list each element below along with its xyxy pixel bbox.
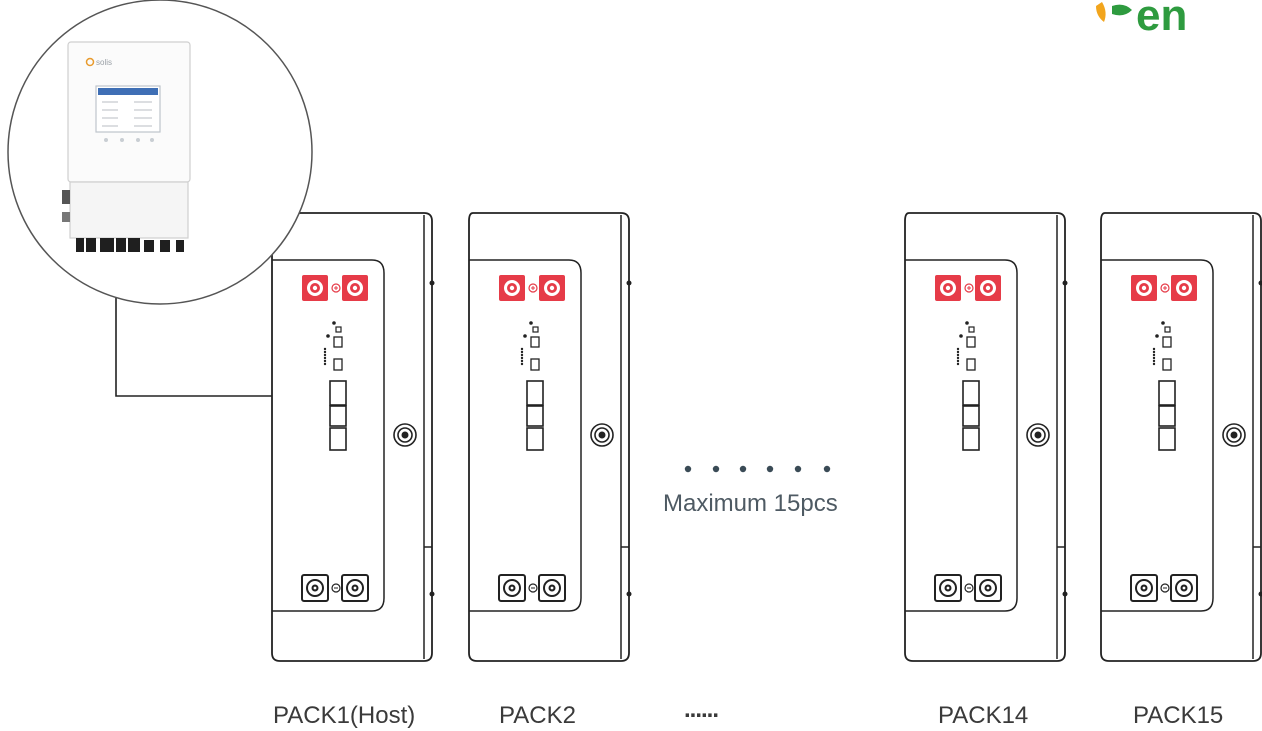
pack-ellipsis-label: ...... — [684, 696, 719, 723]
battery-pack-14 — [905, 213, 1068, 661]
pack-label-15: PACK15 — [1133, 702, 1224, 729]
pack-label-1: PACK1(Host) — [273, 702, 416, 729]
max-packs-annotation: Maximum 15pcs — [663, 490, 838, 517]
brand-logo: en — [1096, 0, 1187, 40]
battery-pack-15 — [1101, 213, 1262, 661]
battery-pack-1 — [272, 213, 435, 661]
inverter-image: solis — [62, 41, 191, 252]
inverter-brand-text: solis — [96, 58, 112, 67]
brand-logo-text: en — [1136, 0, 1187, 40]
pack-label-14: PACK14 — [938, 702, 1029, 729]
communication-cable — [115, 250, 330, 397]
inverter-callout: solis — [7, 0, 313, 305]
continuation-dots — [684, 465, 831, 473]
pack-label-2: PACK2 — [499, 702, 576, 729]
battery-pack-2 — [469, 213, 632, 661]
